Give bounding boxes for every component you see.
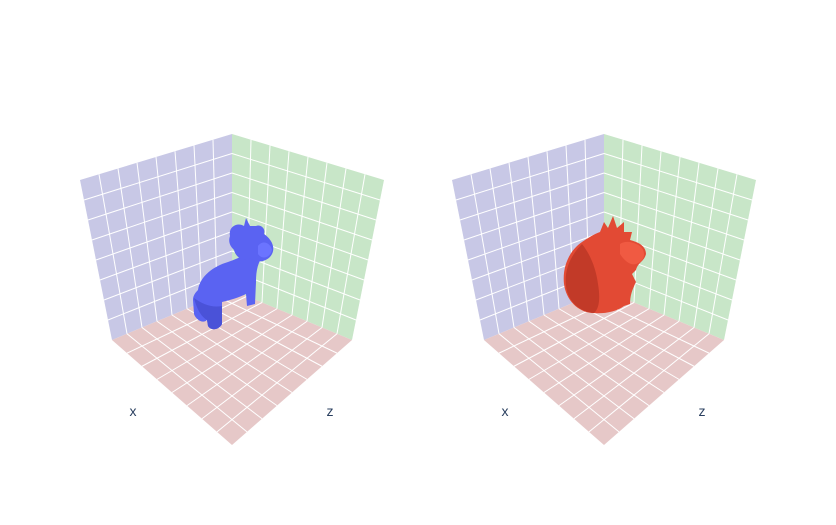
floor [112,290,352,445]
grid-line [336,174,366,334]
grid-line [171,314,293,393]
grid-line [201,327,323,420]
x-axis-title: x [130,403,137,419]
grid-line [216,333,338,433]
grid-line [573,327,695,420]
cow-body-shade [565,244,600,313]
grid-line [603,211,741,261]
gridlines [455,139,753,433]
cow-body-shade [194,298,222,330]
scene-left[interactable]: x z [80,134,384,445]
grid-line [186,308,308,380]
gridlines [83,139,381,433]
x-axis-title: x [502,403,509,419]
grid-line [471,231,605,281]
grid-line [186,320,308,407]
z-axis-title: z [699,403,706,419]
grid-line [306,162,328,322]
grid-line [99,231,233,281]
grid-line [103,250,233,301]
cow-head [620,241,644,265]
grid-line [95,211,233,261]
grid-line [467,211,605,261]
grid-line [174,151,188,309]
grid-line [231,211,369,261]
grid-line [678,162,700,322]
scene-right[interactable]: x z [452,134,756,445]
grid-line [546,151,560,309]
grid-line [588,333,710,433]
cow-snout [258,242,272,258]
grid-line [543,314,665,393]
grid-line [216,295,338,354]
grid-line [193,145,203,303]
grid-line [558,320,680,407]
grid-line [558,308,680,380]
cow-mesh[interactable] [193,218,274,330]
grid-line [708,174,738,334]
floor [484,290,724,445]
grid-line [693,168,719,328]
grid-line [321,168,347,328]
cow-mesh[interactable] [563,216,646,314]
z-axis-title: z [327,403,334,419]
